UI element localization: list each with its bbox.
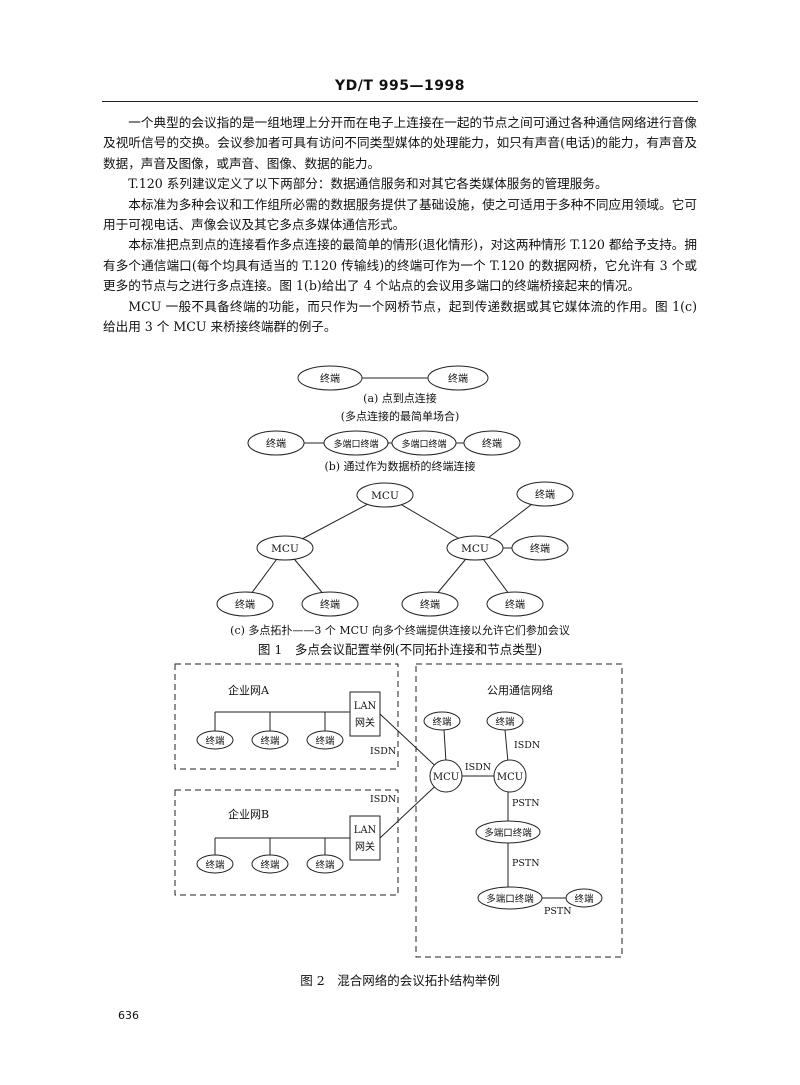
net-a-label: 企业网A <box>228 683 270 697</box>
page-number: 636 <box>118 1009 139 1022</box>
label-isdn-b: ISDN <box>370 794 396 805</box>
net-b-gateway-label: 网关 <box>355 840 375 853</box>
net-a-t2 <box>251 730 289 750</box>
net-a-t1-label: 终端 <box>205 735 225 747</box>
caption-1c: (c) 多点拓扑——3 个 MCU 向多个终端提供连接以允许它们参加会议 <box>230 623 570 637</box>
node-b2-label: 多端口终端 <box>333 438 378 450</box>
public-mp2-label: 多端口终端 <box>486 893 534 905</box>
caption-1a-sub: (多点连接的最简单场合) <box>341 409 460 423</box>
net-a-t1 <box>196 730 234 750</box>
node-c-mcu-left <box>256 535 314 561</box>
node-c-terminal-top-right <box>516 481 574 507</box>
public-mcu-left <box>429 759 463 793</box>
public-t-left-label: 终端 <box>432 716 452 728</box>
paragraph-3: 本标准为多种会议和工作组所必需的数据服务提供了基础设施，使之可适用于多种不同应用… <box>103 196 697 233</box>
node-c-mcu-right-label: MCU <box>461 543 489 555</box>
node-c-mcu-top-label: MCU <box>371 490 399 502</box>
node-c-terminal-right-label: 终端 <box>530 542 550 555</box>
figure-1-title: 图 1 多点会议配置举例(不同拓扑连接和节点类型) <box>258 642 542 657</box>
public-mp1-label: 多端口终端 <box>484 827 532 839</box>
node-c-t1 <box>216 591 274 617</box>
node-c-t2 <box>301 591 359 617</box>
public-mcu-right <box>493 759 527 793</box>
node-c-mcu-top <box>356 482 414 508</box>
net-a-t3-label: 终端 <box>315 735 335 747</box>
node-b4 <box>463 430 521 456</box>
net-b-t1 <box>196 854 234 874</box>
net-a-gateway-lan: LAN <box>354 701 377 712</box>
node-b4-label: 终端 <box>482 437 502 450</box>
link-tleft-mcu <box>443 729 447 763</box>
node-b3 <box>391 430 457 456</box>
node-a-right <box>427 365 489 391</box>
public-mp2 <box>477 886 543 910</box>
node-c-t3 <box>401 591 459 617</box>
net-b-t3-label: 终端 <box>315 859 335 871</box>
node-c-t3-label: 终端 <box>420 598 440 611</box>
net-b-label: 企业网B <box>228 807 269 821</box>
figure-1a: 终端 终端 (a) 点到点连接 (多点连接的最简单场合) <box>297 365 489 423</box>
page-header: YD/T 995—1998 <box>335 78 465 94</box>
node-a-left <box>297 365 363 391</box>
figure-2: 企业网A 终端 终端 终端 LAN 网关 企业网B 终端 终端 终端 LAN 网… <box>174 663 623 958</box>
label-isdn-mid: ISDN <box>465 762 491 773</box>
node-c-terminal-top-right-label: 终端 <box>535 488 555 501</box>
paragraph-2: T.120 系列建议定义了以下两部分：数据通信服务和对其它各类媒体服务的管理服务… <box>128 176 608 192</box>
label-isdn-a: ISDN <box>370 746 396 757</box>
node-b1 <box>247 430 305 456</box>
node-c-t1-label: 终端 <box>235 598 255 611</box>
paragraph-1: 一个典型的会议指的是一组地理上分开而在电子上连接在一起的节点之间可通过各种通信网… <box>103 115 697 171</box>
node-b3-label: 多端口终端 <box>401 438 446 450</box>
node-c-mcu-right <box>446 535 504 561</box>
public-mcu-right-label: MCU <box>497 772 523 783</box>
net-a-box <box>174 663 399 770</box>
net-b-gateway-lan: LAN <box>354 825 377 836</box>
body-text: 一个典型的会议指的是一组地理上分开而在电子上连接在一起的节点之间可通过各种通信网… <box>103 113 697 337</box>
node-c-t4 <box>486 591 544 617</box>
net-b-t1-label: 终端 <box>205 859 225 871</box>
net-a-t2-label: 终端 <box>260 735 280 747</box>
node-c-t4-label: 终端 <box>505 598 525 611</box>
public-network-box <box>415 663 623 958</box>
public-network-label: 公用通信网络 <box>487 683 553 697</box>
net-b-t2-label: 终端 <box>260 859 280 871</box>
net-b-gateway-box <box>349 815 381 861</box>
node-c-terminal-right <box>511 535 569 561</box>
node-c-t2-label: 终端 <box>320 598 340 611</box>
node-a-left-label: 终端 <box>320 372 340 385</box>
node-c-mcu-left-label: MCU <box>271 543 299 555</box>
public-t-far-label: 终端 <box>574 893 594 905</box>
public-t-right <box>486 711 524 731</box>
net-a-gateway-box <box>349 691 381 737</box>
public-t-right-label: 终端 <box>495 716 515 728</box>
node-a-right-label: 终端 <box>448 372 468 385</box>
public-mp1 <box>475 820 541 844</box>
net-a-gateway-label: 网关 <box>355 716 375 729</box>
figure-1c: MCU 终端 MCU MCU 终端 终端 终端 终端 终端 (c) 多点拓扑——… <box>216 481 574 637</box>
public-t-far <box>565 888 603 908</box>
label-pstn-1: PSTN <box>512 798 540 809</box>
paragraph-5: MCU 一般不具备终端的功能，而只作为一个网桥节点，起到传递数据或其它媒体流的作… <box>103 298 697 335</box>
label-isdn-top: ISDN <box>514 740 540 751</box>
link-tright-mcu <box>504 729 509 763</box>
caption-1a: (a) 点到点连接 <box>363 392 437 405</box>
public-t-left <box>423 711 461 731</box>
header-rule <box>102 101 698 102</box>
paragraph-4: 本标准把点到点的连接看作多点连接的最简单的情形(退化情形)，对这两种情形 T.1… <box>103 237 697 294</box>
caption-1b: (b) 通过作为数据桥的终端连接 <box>324 459 475 473</box>
node-b1-label: 终端 <box>266 437 286 450</box>
node-b2 <box>323 430 389 456</box>
label-pstn-3: PSTN <box>544 906 572 917</box>
net-b-box <box>174 789 399 896</box>
net-a-t3 <box>306 730 344 750</box>
net-b-t2 <box>251 854 289 874</box>
net-b-t3 <box>306 854 344 874</box>
label-pstn-2: PSTN <box>512 858 540 869</box>
figure-1b: 终端 多端口终端 多端口终端 终端 (b) 通过作为数据桥的终端连接 <box>247 430 521 473</box>
figure-2-title: 图 2 混合网络的会议拓扑结构举例 <box>300 973 499 988</box>
public-mcu-left-label: MCU <box>433 772 459 783</box>
